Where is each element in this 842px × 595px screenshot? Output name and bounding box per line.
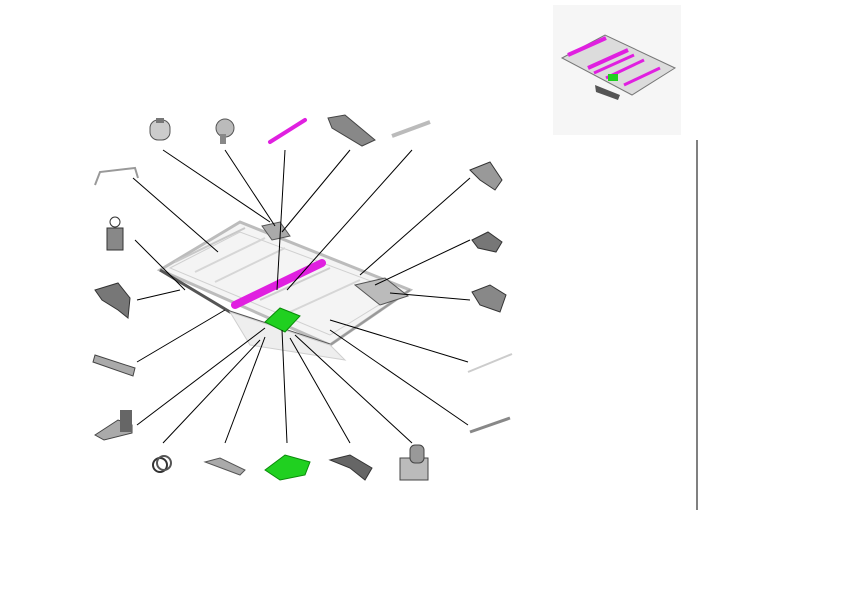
part-plate (391, 120, 431, 138)
part-wire-rod (94, 166, 139, 186)
part-hinge (471, 231, 503, 253)
part-drive-bracket (264, 454, 311, 481)
part-bracket-strip (92, 354, 136, 377)
part-coil-spring (152, 455, 172, 473)
leader-lines (132, 149, 471, 444)
main-assembly (156, 220, 414, 361)
part-angle-bracket (94, 410, 133, 441)
part-thin-rod (467, 353, 513, 373)
assembly-thumbnail (553, 5, 681, 135)
part-spring (106, 216, 124, 251)
part-gear-cover (94, 282, 131, 319)
drive-bracket (264, 307, 301, 333)
part-gear-housing (471, 284, 507, 313)
part-lever-arm (327, 114, 376, 147)
part-roller-shaft (268, 118, 307, 144)
part-latch (469, 161, 503, 191)
part-collar (149, 118, 171, 141)
part-pin (215, 118, 235, 144)
transfer-roller (231, 259, 326, 309)
part-housing (399, 444, 429, 481)
part-guide-rail (469, 416, 511, 434)
part-cam-lever (328, 454, 373, 481)
part-flat-spring (203, 457, 246, 476)
